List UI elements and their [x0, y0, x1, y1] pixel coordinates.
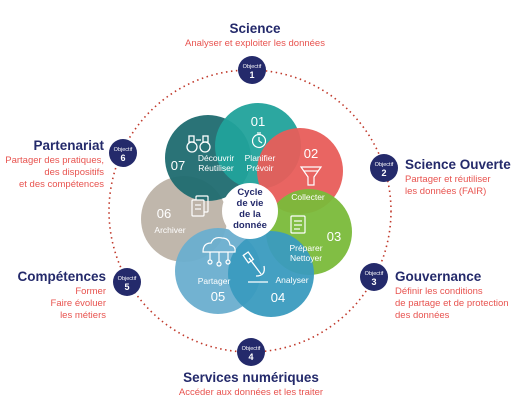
objective-5-word: Objectif: [118, 276, 137, 282]
objective-5-number: 5: [124, 282, 129, 292]
objective-6-desc-line-3: et des compétences: [18, 178, 104, 190]
petal-04-analyser: [228, 231, 314, 317]
objective-4-number: 4: [248, 352, 253, 362]
petal-03-label-1: Préparer: [289, 243, 322, 253]
petal-04-label-1: Analyser: [275, 275, 308, 285]
objective-6-number: 6: [120, 153, 125, 163]
stopwatch-icon: [251, 132, 267, 149]
petal-02-number: 02: [304, 146, 318, 161]
petal-07-label-2: Réutiliser: [198, 163, 234, 173]
microscope-icon: [242, 251, 268, 283]
petal-06-number: 06: [157, 206, 171, 221]
objective-2-badge: Objectif 2: [370, 154, 398, 182]
objective-3-title: Gouvernance: [395, 269, 482, 284]
petal-05-label-1: Partager: [198, 276, 231, 286]
objective-6-badge: Objectif 6: [109, 139, 137, 167]
objective-1-word: Objectif: [243, 64, 262, 70]
petal-07-label-1: Découvrir: [198, 153, 235, 163]
objective-5-title: Compétences: [17, 269, 106, 284]
objective-3-desc-line-2: de partage et de protection: [395, 297, 509, 309]
objective-1-desc-line-1: Analyser et exploiter les données: [185, 37, 325, 49]
objective-3-number: 3: [371, 277, 376, 287]
objective-2-desc-line-1: Partager et réutiliser: [405, 173, 491, 185]
objective-1-number: 1: [249, 70, 254, 80]
petal-02-label-1: Collecter: [291, 192, 325, 202]
objective-6-desc-line-1: Partager des pratiques,: [5, 154, 104, 166]
petal-06-label-1: Archiver: [154, 225, 185, 235]
objective-3-badge: Objectif 3: [360, 263, 388, 291]
center-line-1: Cycle: [237, 187, 262, 198]
binoculars-icon: [186, 135, 211, 153]
objective-5-desc-line-2: Faire évoluer: [50, 297, 106, 309]
center-circle: [222, 183, 278, 239]
cloud-share-icon: [202, 236, 236, 267]
petal-07-number: 07: [171, 158, 185, 173]
objective-5-desc-line-1: Former: [75, 285, 106, 297]
objective-6-title: Partenariat: [33, 138, 104, 153]
objective-6-word: Objectif: [114, 147, 133, 153]
objective-4-title: Services numériques: [183, 370, 319, 385]
objective-3-desc-line-1: Définir les conditions: [395, 285, 483, 297]
petal-05-number: 05: [211, 289, 225, 304]
center-line-4: donnée: [233, 220, 267, 231]
petal-01-number: 01: [251, 114, 265, 129]
objective-3-desc-line-3: des données: [395, 309, 450, 321]
objective-6-text: Partenariat Partager des pratiques, des …: [2, 138, 104, 191]
objective-4-badge: Objectif 4: [237, 338, 265, 366]
objective-6-desc-line-2: des dispositifs: [44, 166, 104, 178]
center-line-2: de vie: [237, 198, 264, 209]
petal-01-label-2: Prévoir: [247, 163, 274, 173]
objective-2-desc-line-2: les données (FAIR): [405, 185, 487, 197]
objective-1-badge: Objectif 1: [238, 56, 266, 84]
archive-docs-icon: [191, 195, 209, 217]
petal-04-number: 04: [271, 290, 285, 305]
objective-3-word: Objectif: [365, 271, 384, 277]
objective-4-text: Services numériques Accéder aux données …: [140, 370, 362, 399]
funnel-icon: [299, 166, 323, 186]
objective-2-title: Science Ouverte: [405, 157, 511, 172]
clean-doc-icon: [290, 215, 306, 234]
objective-3-text: Gouvernance Définir les conditions de pa…: [395, 269, 520, 322]
objective-5-desc-line-3: les métiers: [60, 309, 106, 321]
center-line-3: de la: [239, 209, 261, 220]
objective-5-badge: Objectif 5: [113, 268, 141, 296]
objective-2-text: Science Ouverte Partager et réutiliser l…: [405, 157, 520, 198]
objective-2-number: 2: [381, 168, 386, 178]
petal-01-label-1: Planifier: [245, 153, 276, 163]
objective-2-word: Objectif: [375, 162, 394, 168]
objective-1-title: Science: [229, 21, 281, 36]
objective-1-text: Science Analyser et exploiter les donnée…: [150, 21, 360, 50]
objective-5-text: Compétences Former Faire évoluer les mét…: [4, 269, 106, 322]
petal-03-number: 03: [327, 229, 341, 244]
objective-4-desc-line-1: Accéder aux données et les traiter: [178, 386, 324, 398]
objective-4-word: Objectif: [242, 346, 261, 352]
petal-03-label-2: Nettoyer: [290, 253, 322, 263]
